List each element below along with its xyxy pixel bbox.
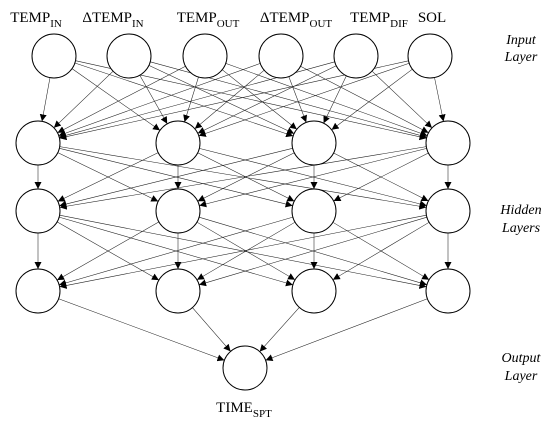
edge-hidden-1-2-to-hidden-2-0 — [59, 148, 293, 208]
edge-input-0-to-hidden-1-1 — [71, 68, 161, 131]
output-layer-caption-line1: Output — [502, 351, 542, 366]
hidden-2-neuron-2 — [291, 188, 337, 234]
hidden-2-neuron-3 — [425, 188, 471, 234]
hidden-1-neuron-2 — [291, 120, 337, 166]
edge-input-2-to-hidden-1-1 — [183, 76, 199, 123]
edge-hidden-3-2-to-output-0 — [259, 307, 300, 352]
edge-input-2-to-hidden-1-0 — [57, 65, 186, 134]
input-neuron-2 — [182, 33, 228, 79]
hidden-3-neuron-0 — [15, 268, 61, 314]
edge-input-1-to-hidden-1-1 — [139, 75, 168, 124]
edge-input-3-to-hidden-1-0 — [58, 63, 261, 137]
edge-input-4-to-hidden-1-1 — [197, 65, 337, 134]
input-label-4: TEMPDIF — [350, 10, 408, 30]
edge-input-5-to-hidden-1-2 — [331, 68, 413, 131]
input-neuron-5 — [407, 33, 453, 79]
input-neuron-1 — [106, 33, 152, 79]
input-layer-caption-line1: Input — [505, 33, 537, 48]
hidden-3-neuron-3 — [425, 268, 471, 314]
input-layer-caption-line2: Layer — [504, 50, 538, 65]
edge-hidden-1-1-to-hidden-2-0 — [57, 152, 159, 202]
input-label-2: TEMPOUT — [177, 10, 240, 30]
hidden-1-neuron-3 — [425, 120, 471, 166]
edge-hidden-3-3-to-output-0 — [265, 298, 428, 361]
hidden-3-neuron-2 — [291, 268, 337, 314]
edge-hidden-1-3-to-hidden-2-0 — [59, 146, 427, 210]
edge-hidden-2-2-to-hidden-3-1 — [196, 221, 296, 281]
edge-input-0-to-hidden-1-2 — [74, 62, 294, 138]
edge-input-0-to-hidden-1-0 — [39, 77, 51, 122]
edge-input-5-to-hidden-1-3 — [434, 77, 446, 122]
edge-input-3-to-hidden-1-2 — [288, 76, 307, 123]
edge-hidden-2-2-to-hidden-3-0 — [59, 216, 293, 287]
connections — [34, 60, 452, 362]
input-neuron-3 — [258, 33, 304, 79]
edge-input-3-to-hidden-1-1 — [194, 69, 265, 130]
edge-input-2-to-hidden-1-3 — [225, 63, 428, 137]
hidden-1-neuron-0 — [15, 120, 61, 166]
hidden-2-neuron-0 — [15, 188, 61, 234]
hidden-3-neuron-1 — [155, 268, 201, 314]
edge-hidden-2-3-to-hidden-3-0 — [59, 214, 427, 289]
output-label: TIMESPT — [216, 400, 272, 420]
edge-hidden-1-3-to-hidden-2-2 — [333, 152, 429, 202]
edge-hidden-2-3-to-hidden-3-1 — [199, 216, 427, 287]
hidden-1-neuron-1 — [155, 120, 201, 166]
hidden-layer-caption-line2: Layers — [501, 221, 541, 236]
edge-hidden-2-3-to-hidden-3-2 — [332, 222, 430, 280]
hidden-layer-caption-line1: Hidden — [499, 203, 541, 218]
input-neuron-0 — [31, 33, 77, 79]
neurons — [15, 33, 471, 391]
input-neuron-4 — [333, 33, 379, 79]
edge-hidden-1-2-to-hidden-2-1 — [197, 152, 295, 202]
input-label-5: SOL — [418, 10, 446, 26]
edge-hidden-1-3-to-hidden-2-1 — [199, 148, 427, 208]
edge-hidden-2-1-to-hidden-3-0 — [56, 221, 160, 281]
edge-input-1-to-hidden-1-2 — [148, 65, 295, 134]
input-label-3: ΔTEMPOUT — [260, 10, 333, 30]
edge-input-1-to-hidden-1-0 — [53, 71, 114, 128]
edge-input-2-to-hidden-1-2 — [222, 69, 297, 130]
input-label-0: TEMPIN — [10, 10, 62, 30]
edge-input-4-to-hidden-1-3 — [371, 70, 433, 129]
edge-hidden-3-0-to-output-0 — [58, 298, 225, 362]
input-labels: TEMPIN ΔTEMPIN TEMPOUT ΔTEMPOUT TEMPDIF … — [10, 10, 446, 30]
edge-hidden-3-1-to-output-0 — [192, 307, 231, 352]
output-layer-caption-line2: Layer — [504, 369, 538, 384]
edge-input-3-to-hidden-1-3 — [300, 65, 429, 134]
edge-input-4-to-hidden-1-2 — [323, 75, 347, 124]
input-label-1: ΔTEMPIN — [82, 10, 143, 30]
output-neuron-0 — [222, 345, 268, 391]
hidden-2-neuron-1 — [155, 188, 201, 234]
edge-input-5-to-hidden-1-1 — [198, 62, 410, 137]
